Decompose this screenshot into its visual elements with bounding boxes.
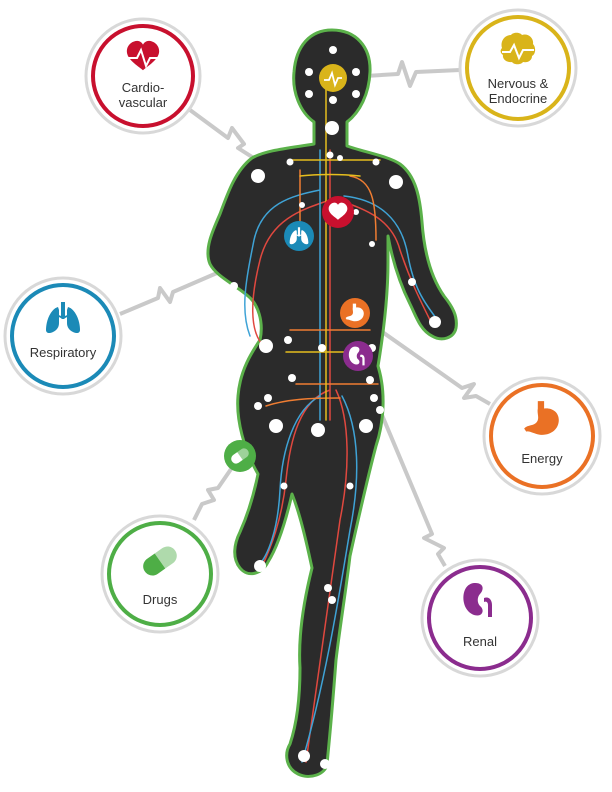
vessel-red [252,149,431,763]
junction-node [369,241,375,247]
junction-node [328,596,336,604]
connector-renal [356,357,447,568]
junction-node [329,96,337,104]
junction-node [305,68,313,76]
junction-node [325,121,339,135]
junction-node [299,202,305,208]
junction-node [305,90,313,98]
system-label-respiratory: Respiratory [30,345,97,360]
system-label-renal: Renal [463,634,497,649]
junction-node [269,419,283,433]
junction-node [353,209,359,215]
junction-node [352,90,360,98]
junction-node [311,423,325,437]
brain-icon [500,32,536,65]
junction-node [320,759,330,769]
system-callout-renal[interactable]: Renal [420,558,540,678]
junction-node [389,175,403,189]
junction-node [318,344,326,352]
marker-renal[interactable] [343,341,373,371]
system-callout-energy[interactable]: Energy [482,376,602,496]
connector-respiratory [119,236,299,316]
marker-nervous[interactable] [319,64,347,92]
connector-energy [352,310,491,406]
junction-node [376,406,384,414]
node-dots [216,46,441,769]
junction-node [286,158,294,166]
junction-node [326,151,334,159]
system-callout-drugs[interactable]: Drugs [100,514,220,634]
vessel-blue [244,149,437,763]
junction-node [359,419,373,433]
junction-node [370,394,378,402]
vessel-yellow [285,87,381,421]
junction-node [346,482,354,490]
system-callout-respiratory[interactable]: Respiratory [3,276,123,396]
system-callout-cardio[interactable]: Cardio- vascular [84,17,202,135]
junction-node [324,584,332,592]
junction-node [429,316,441,328]
junction-node [216,280,224,288]
junction-node [254,402,262,410]
junction-node [284,336,292,344]
system-label-nervous-line1: Nervous & [488,76,549,91]
marker-cardio[interactable] [322,196,354,228]
junction-node [230,282,238,290]
system-label-energy: Energy [521,451,563,466]
junction-node [254,560,266,572]
marker-drugs[interactable] [224,440,256,472]
marker-energy[interactable] [340,298,370,328]
junction-node [408,278,416,286]
junction-node [337,155,343,161]
junction-node [264,394,272,402]
junction-node [251,169,265,183]
junction-node [372,158,380,166]
human-body-silhouette [206,28,458,778]
system-callout-nervous[interactable]: Nervous & Endocrine [458,8,578,128]
junction-node [352,68,360,76]
system-label-cardio-line2: vascular [119,95,168,110]
junction-node [329,46,337,54]
connector-drugs [192,454,242,521]
body-markers [224,64,373,472]
junction-node [288,374,296,382]
system-label-nervous-line2: Endocrine [489,91,548,106]
system-label-cardio-line1: Cardio- [122,80,165,95]
system-label-drugs: Drugs [143,592,178,607]
junction-node [366,376,374,384]
junction-node [298,750,310,762]
connector-nervous [332,60,461,88]
junction-node [259,339,273,353]
junction-node [280,482,288,490]
marker-respiratory[interactable] [284,221,314,251]
